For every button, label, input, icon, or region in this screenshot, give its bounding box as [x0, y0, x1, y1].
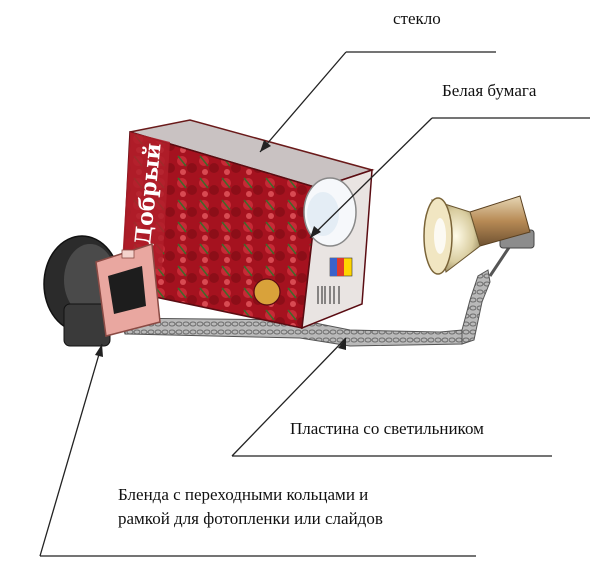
metal-plate [119, 269, 491, 347]
juice-box: Добрый [121, 119, 375, 330]
callout-arrowheads [95, 140, 346, 357]
label-lens-hood: Бленда с переходными кольцами и рамкой д… [118, 483, 383, 531]
label-white-paper: Белая бумага [442, 81, 537, 100]
label-lens-hood-line2: рамкой для фотопленки или слайдов [118, 509, 383, 528]
label-plate-with-lamp: Пластина со светильником [290, 419, 484, 438]
label-lens-hood-line1: Бленда с переходными кольцами и [118, 485, 369, 504]
callout-lines [39, 51, 590, 557]
label-glass: стекло [393, 9, 441, 28]
lamp [423, 195, 535, 277]
lens-hood [43, 235, 161, 347]
